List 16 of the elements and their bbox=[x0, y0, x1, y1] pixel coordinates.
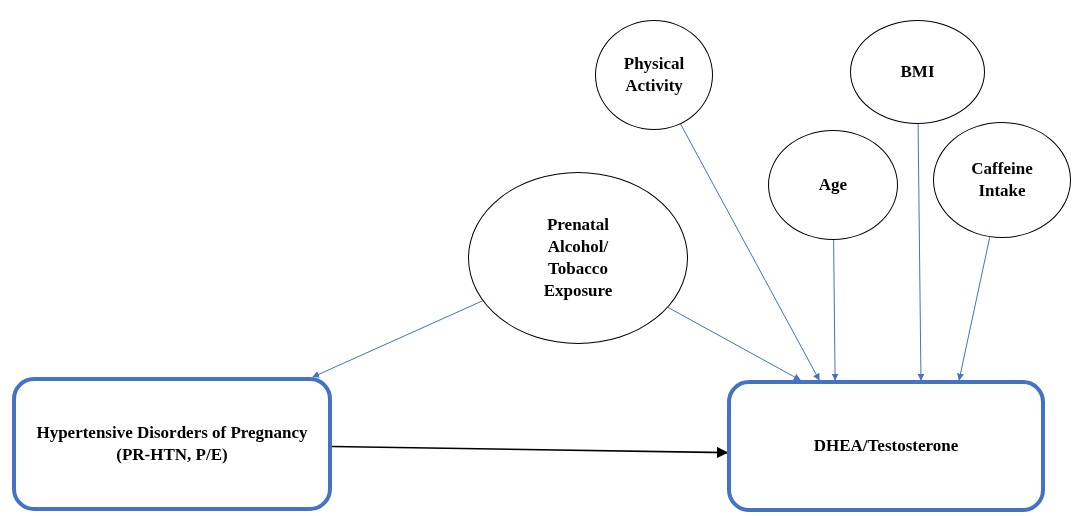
node-label: BMI bbox=[900, 60, 935, 83]
outcome-box bbox=[727, 380, 1045, 512]
arrow bbox=[312, 300, 484, 378]
node-label: Age bbox=[818, 173, 848, 196]
arrow bbox=[331, 445, 729, 459]
arrow bbox=[957, 236, 991, 381]
outcome-box bbox=[12, 377, 332, 511]
arrow bbox=[667, 306, 801, 381]
node-label: Caffeine Intake bbox=[970, 157, 1034, 202]
arrow bbox=[917, 123, 925, 381]
arrow bbox=[680, 123, 820, 381]
node-label: Hypertensive Disorders of Pregnancy (PR-HTN, P/E) bbox=[35, 421, 309, 466]
node-label: Prenatal Alcohol/ Tobacco Exposure bbox=[542, 213, 614, 303]
arrow bbox=[831, 239, 839, 381]
node-label: Physical Activity bbox=[622, 52, 686, 97]
node-label: DHEA/Testosterone bbox=[813, 434, 959, 457]
